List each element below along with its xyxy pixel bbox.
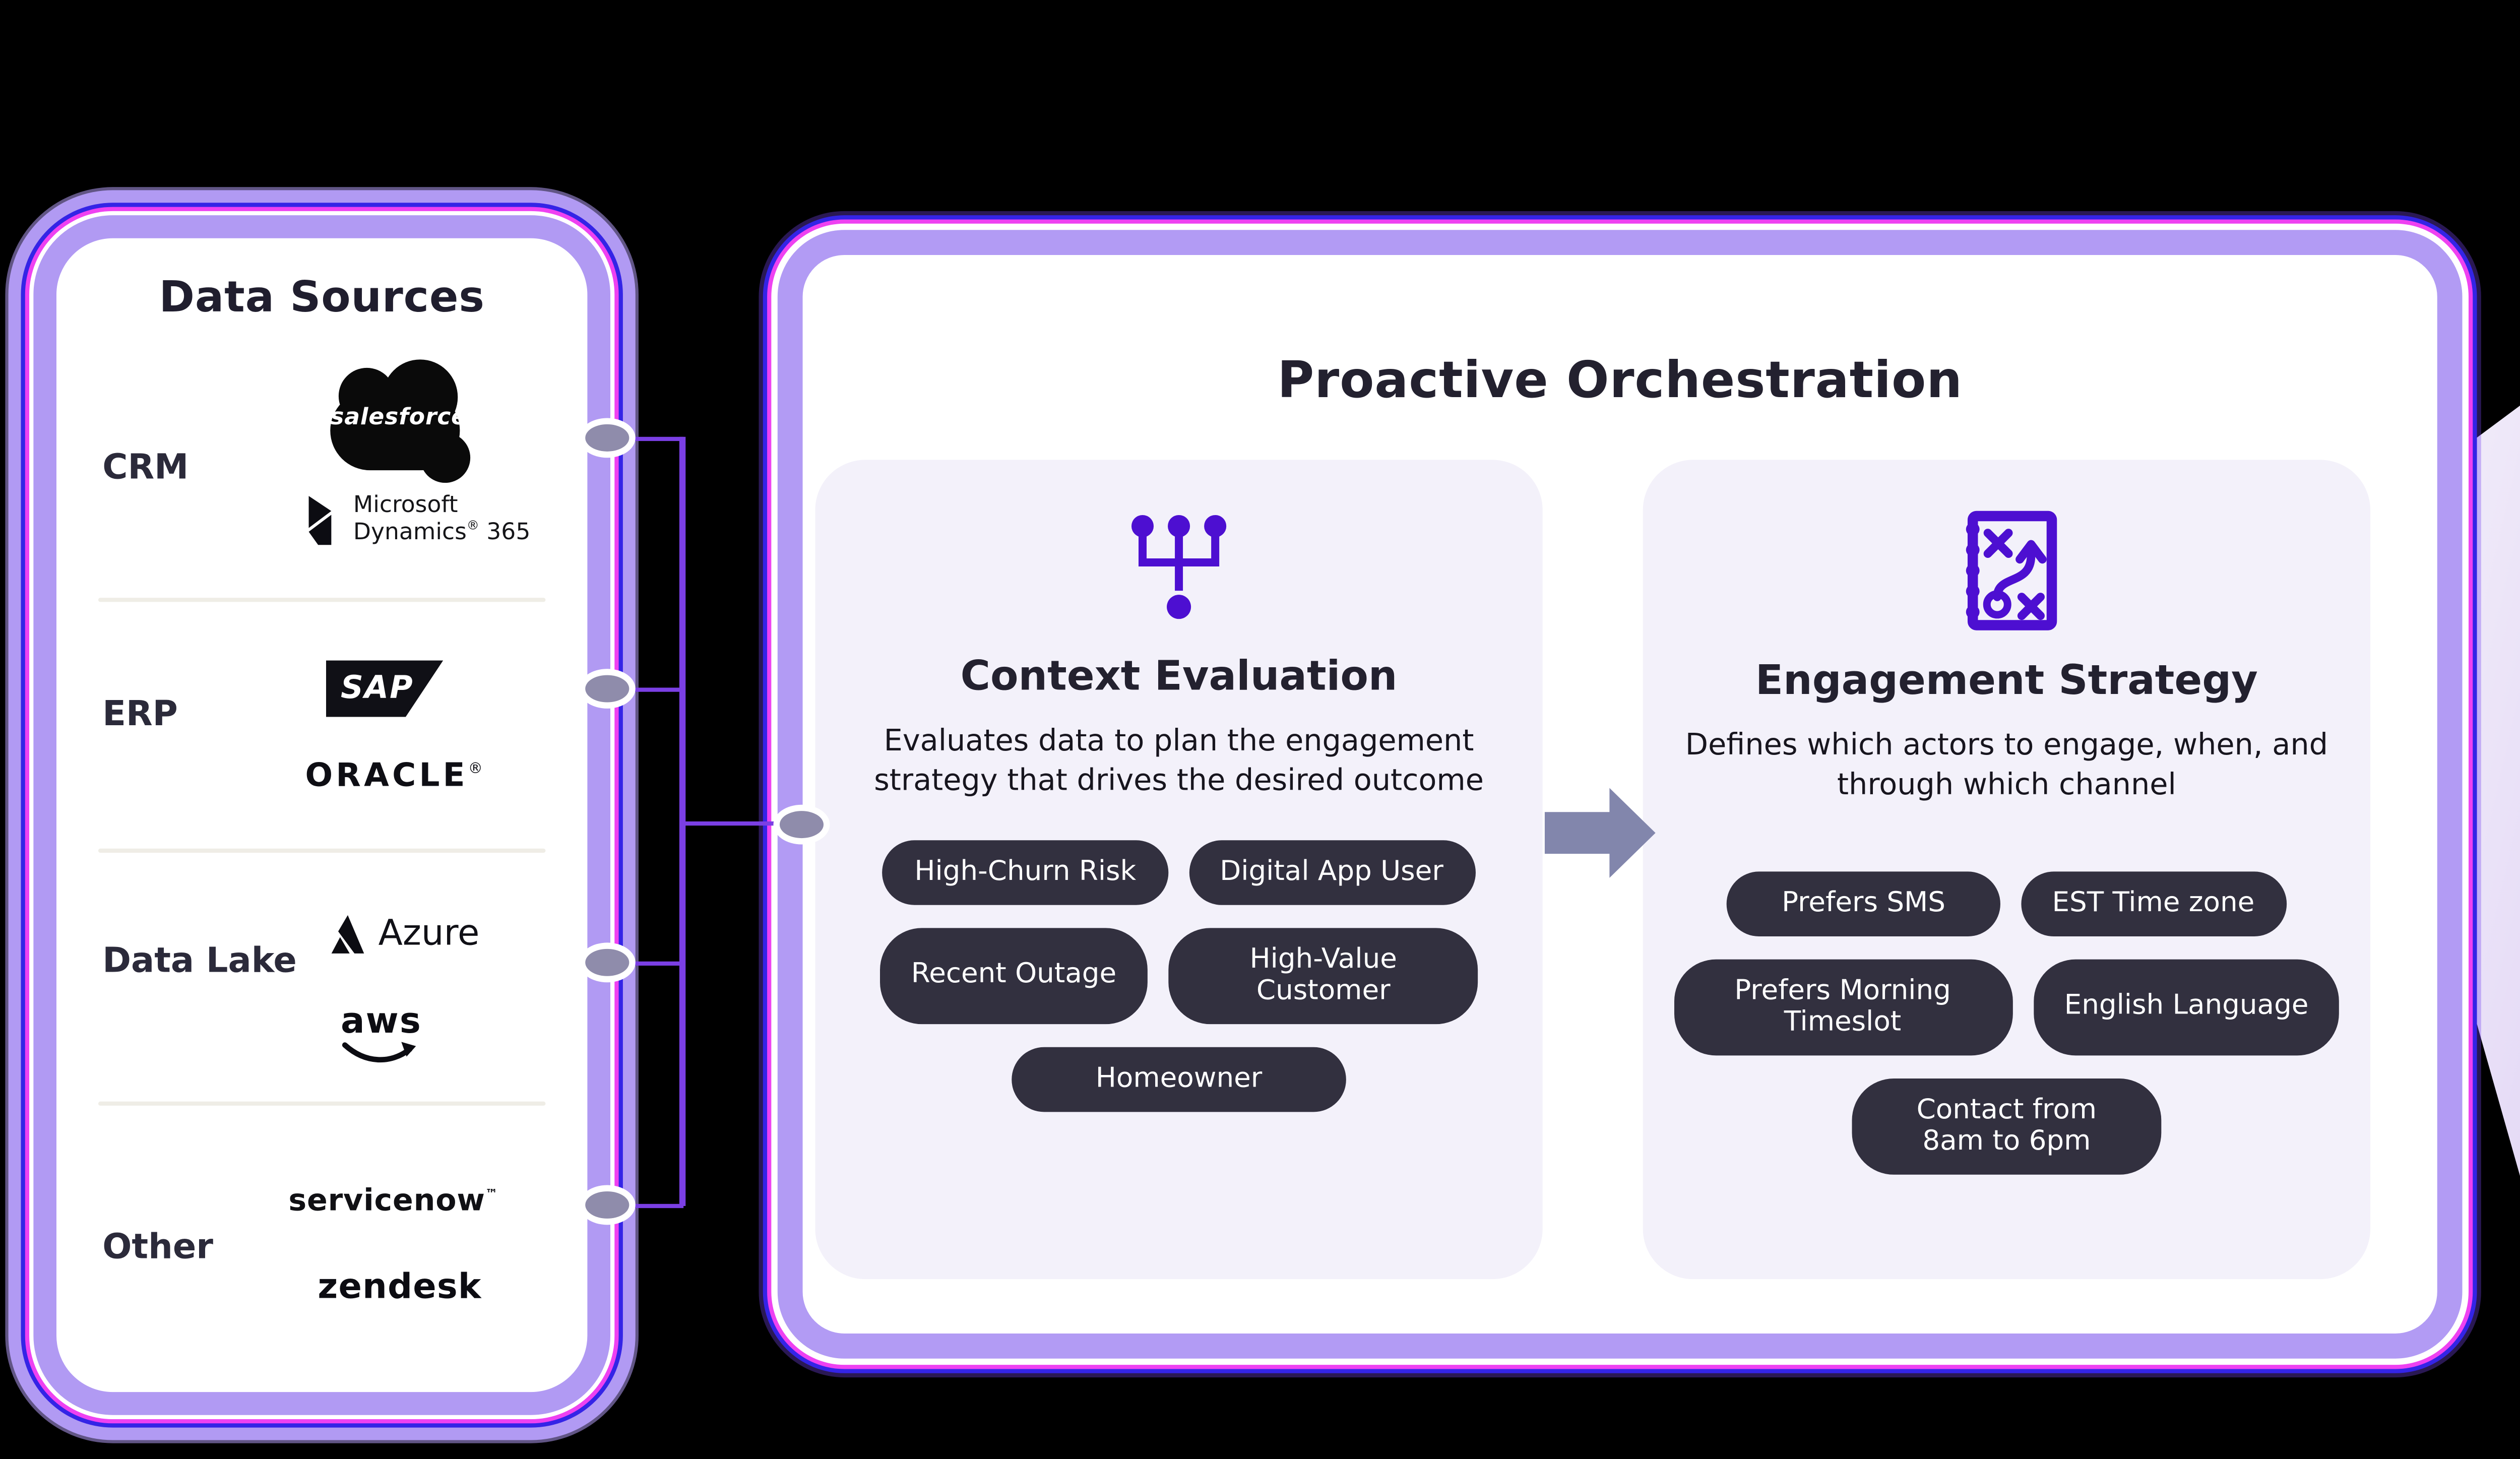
flow-arrow-icon xyxy=(1544,788,1656,878)
connector-dot-erp xyxy=(585,675,629,703)
engagement-strategy-description: Defines which actors to engage, when, an… xyxy=(1685,729,2328,803)
chip-digital-app-user: Digital App User xyxy=(1188,839,1475,905)
orchestration-title: Proactive Orchestration xyxy=(1277,351,1963,410)
strategy-playbook-icon xyxy=(1966,511,2057,630)
chip-homeowner: Homeowner xyxy=(1012,1047,1346,1113)
context-evaluation-description: Evaluates data to plan the engagement st… xyxy=(874,725,1484,799)
chip-recent-outage: Recent Outage xyxy=(879,927,1148,1025)
azure-logo: Azure xyxy=(322,911,480,957)
connector-to-orchestration xyxy=(681,821,801,827)
row-label-crm: CRM xyxy=(102,447,189,487)
microsoft-text: Microsoft xyxy=(353,492,458,520)
salesforce-logo: salesforce xyxy=(330,359,471,483)
dynamics-glyph-icon xyxy=(308,496,332,545)
sap-logo: SAP xyxy=(326,660,444,717)
aws-smile-icon xyxy=(343,1042,417,1063)
chip-high-value-customer: High-Value Customer xyxy=(1168,927,1478,1025)
servicenow-logo: servicenow™ xyxy=(288,1185,498,1219)
engagement-strategy-title: Engagement Strategy xyxy=(1755,656,2258,705)
azure-logo-text: Azure xyxy=(378,913,480,956)
chip-prefers-morning-timeslot: Prefers Morning Timeslot xyxy=(1673,959,2012,1056)
dynamics-365-text: Dynamics® 365 xyxy=(353,518,531,546)
aws-logo-text: aws xyxy=(341,1001,422,1043)
azure-glyph-icon xyxy=(331,915,364,954)
connector-dot-crm xyxy=(585,424,629,452)
row-label-other: Other xyxy=(102,1227,214,1267)
connector-dot-orchestration xyxy=(779,810,824,837)
context-evaluation-title: Context Evaluation xyxy=(960,652,1398,701)
data-sources-panel: Data Sources CRM ERP Data Lake Other sal… xyxy=(33,215,611,1415)
connector-erp xyxy=(608,687,684,692)
row-divider xyxy=(98,598,546,602)
zendesk-logo: zendesk xyxy=(318,1266,482,1307)
connector-other xyxy=(608,1203,684,1209)
connector-dot-other xyxy=(585,1191,629,1219)
chip-high-churn-risk: High-Churn Risk xyxy=(883,839,1168,905)
strategy-chips: Prefers SMS EST Time zone Prefers Mornin… xyxy=(1673,870,2340,1176)
connector-data-lake xyxy=(608,961,684,967)
row-label-data-lake: Data Lake xyxy=(102,940,297,981)
microsoft-dynamics-logo: Microsoft Dynamics® 365 xyxy=(303,493,530,548)
decision-tree-icon xyxy=(1131,515,1227,619)
oracle-logo: ORACLE® xyxy=(305,756,486,794)
row-label-erp: ERP xyxy=(102,693,178,734)
chip-prefers-sms: Prefers SMS xyxy=(1727,870,2000,936)
salesforce-cloud-bump xyxy=(420,432,471,483)
row-divider xyxy=(98,848,546,853)
salesforce-logo-text: salesforce xyxy=(330,403,467,431)
data-sources-title: Data Sources xyxy=(159,272,485,322)
context-chips: High-Churn Risk Digital App User Recent … xyxy=(879,839,1478,1113)
chip-est-time-zone: EST Time zone xyxy=(2021,870,2286,936)
chip-english-language: English Language xyxy=(2033,959,2340,1056)
chip-contact-window: Contact from 8am to 6pm xyxy=(1852,1079,2162,1176)
connector-crm xyxy=(608,436,684,442)
context-evaluation-card: Context Evaluation Evaluates data to pla… xyxy=(815,460,1543,1280)
row-divider xyxy=(98,1101,546,1106)
engagement-strategy-card: Engagement Strategy Defines which actors… xyxy=(1643,460,2371,1280)
connector-dot-data-lake xyxy=(585,948,629,976)
aws-logo: aws xyxy=(341,1001,422,1076)
